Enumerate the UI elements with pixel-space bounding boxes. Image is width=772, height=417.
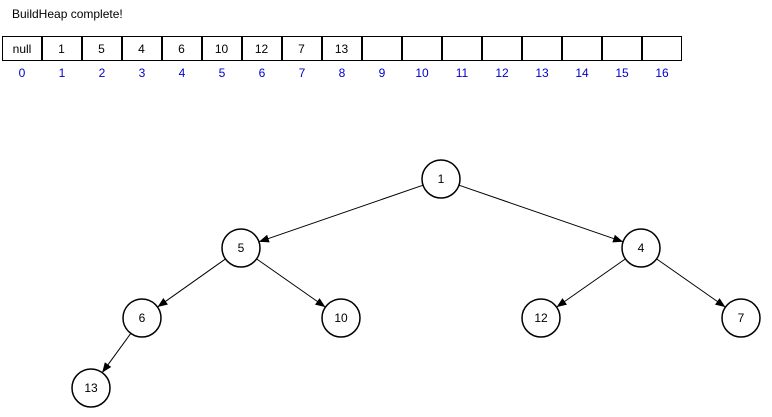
array-cell-index: 11	[455, 66, 469, 80]
array-cell: 15	[601, 36, 642, 80]
array-cell-index: 14	[575, 66, 589, 80]
tree-node-label: 7	[738, 311, 745, 325]
array-cell-index: 2	[98, 66, 106, 80]
tree-node-label: 10	[334, 311, 348, 325]
tree-node-label: 6	[139, 311, 146, 325]
tree-edge	[458, 184, 624, 243]
tree-node: 13	[71, 368, 111, 408]
tree-node: 12	[521, 298, 561, 338]
array-cell-value: 7	[281, 36, 322, 61]
tree-edge	[256, 258, 326, 308]
array-cell-index: 0	[18, 66, 26, 80]
array-cell-index: 3	[138, 66, 146, 80]
tree-edge	[258, 184, 424, 243]
tree-node-label: 4	[638, 241, 645, 255]
array-cell-index: 6	[258, 66, 266, 80]
tree-node-label: 12	[534, 311, 548, 325]
tree-node-label: 5	[238, 241, 245, 255]
tree-edge	[101, 333, 132, 373]
array-cell: 9	[361, 36, 402, 80]
array-cell-value	[601, 36, 642, 61]
tree-node-circle	[122, 298, 162, 338]
array-cell-value: 10	[201, 36, 242, 61]
array-cell-index: 1	[58, 66, 66, 80]
array-cell-value	[441, 36, 482, 61]
array-cell: 10	[401, 36, 442, 80]
array-cell-value	[641, 36, 682, 61]
array-cell-index: 13	[535, 66, 549, 80]
tree-node-circle	[71, 368, 111, 408]
array-cell-value: 6	[161, 36, 202, 61]
array-cell-index: 12	[495, 66, 509, 80]
array-cell-value: 5	[81, 36, 122, 61]
array-cell: 12	[481, 36, 522, 80]
array-cell-index: 9	[378, 66, 386, 80]
tree-node-label: 1	[438, 172, 445, 186]
tree-edge	[556, 258, 626, 308]
array-cell-value	[481, 36, 522, 61]
array-cell-value: 4	[121, 36, 162, 61]
array-cell-index: 8	[338, 66, 346, 80]
array-cell-value: 13	[321, 36, 362, 61]
tree-node: 1	[421, 159, 461, 199]
array-cell-value: 12	[241, 36, 282, 61]
tree-node: 7	[721, 298, 761, 338]
array-cell: 13	[521, 36, 562, 80]
tree-node-circle	[521, 298, 561, 338]
tree-edge	[656, 258, 726, 308]
tree-node: 5	[221, 228, 261, 268]
array-cell-value: 1	[41, 36, 82, 61]
array-cell-value	[401, 36, 442, 61]
array-cell-index: 4	[178, 66, 186, 80]
tree-node: 6	[122, 298, 162, 338]
array-cell: 11	[441, 36, 482, 80]
tree-node-circle	[321, 298, 361, 338]
tree-node-circle	[221, 228, 261, 268]
status-message: BuildHeap complete!	[12, 7, 123, 21]
tree-node-circle	[421, 159, 461, 199]
tree-edge	[157, 258, 226, 308]
array-cell-index: 5	[218, 66, 226, 80]
tree-node-label: 13	[84, 381, 98, 395]
array-cell-index: 7	[298, 66, 306, 80]
array-cell: 16	[641, 36, 682, 80]
tree-nodes: 1 5 4 6 10 12 7 13	[71, 159, 761, 408]
tree-node: 10	[321, 298, 361, 338]
tree-node-circle	[621, 228, 661, 268]
array-cell-index: 15	[615, 66, 629, 80]
array-cell-value	[361, 36, 402, 61]
tree-node: 4	[621, 228, 661, 268]
tree-node-circle	[721, 298, 761, 338]
tree-edges	[101, 184, 726, 373]
array-cell-index: 10	[415, 66, 429, 80]
array-cell-value	[561, 36, 602, 61]
array-cell-value	[521, 36, 562, 61]
array-cell-index: 16	[655, 66, 669, 80]
array-cell: 14	[561, 36, 602, 80]
